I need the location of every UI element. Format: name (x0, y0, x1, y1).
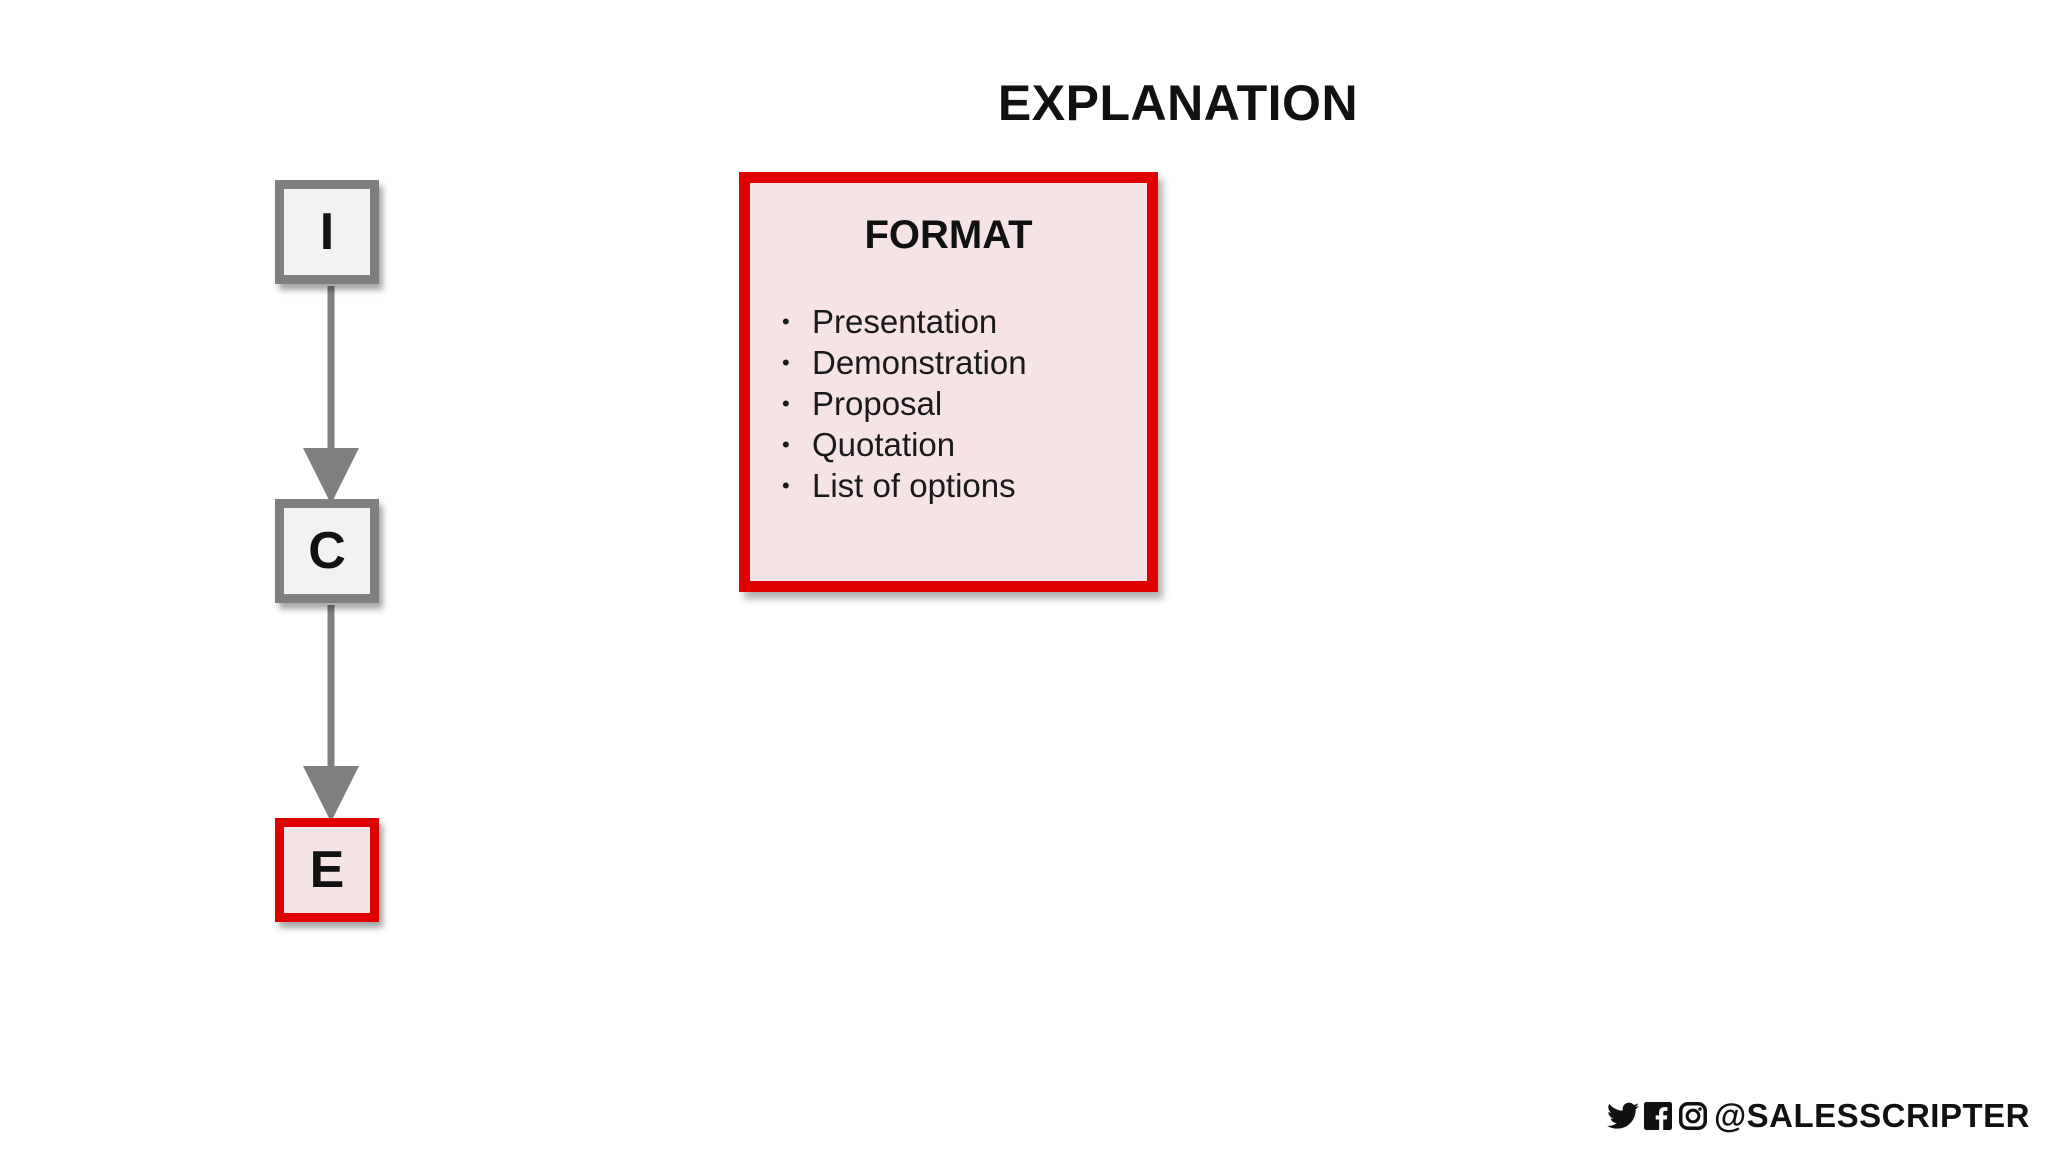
step-box-i: I (275, 180, 379, 284)
bullet: • (782, 390, 790, 416)
step-box-c: C (275, 499, 379, 603)
list-item: • List of options (782, 465, 1027, 506)
social-handle-bar: @SALESSCRIPTER (1606, 1097, 2030, 1134)
step-box-e: E (275, 818, 379, 922)
bullet: • (782, 472, 790, 498)
list-item: • Quotation (782, 424, 1027, 465)
list-item-label: Demonstration (812, 343, 1027, 381)
list-item: • Presentation (782, 301, 1027, 342)
slide-title: EXPLANATION (997, 75, 1359, 131)
list-item-label: Presentation (812, 302, 998, 340)
instagram-icon[interactable] (1677, 1100, 1709, 1132)
bullet: • (782, 431, 790, 457)
list-item-label: Quotation (812, 425, 956, 463)
format-card: FORMAT • Presentation • Demonstration • … (739, 172, 1158, 592)
list-item-label: List of options (812, 466, 1016, 504)
facebook-icon[interactable] (1642, 1100, 1674, 1132)
list-item-label: Proposal (812, 384, 943, 422)
step-letter: E (309, 841, 345, 899)
list-item: • Demonstration (782, 342, 1027, 383)
format-list: • Presentation • Demonstration • Proposa… (782, 301, 1027, 506)
step-letter: I (319, 203, 335, 261)
format-card-title: FORMAT (864, 213, 1033, 257)
twitter-icon[interactable] (1606, 1100, 1639, 1132)
step-letter: C (308, 522, 346, 580)
bullet: • (782, 349, 790, 375)
list-item: • Proposal (782, 383, 1027, 424)
bullet: • (782, 308, 790, 334)
social-handle: @SALESSCRIPTER (1713, 1097, 2030, 1134)
